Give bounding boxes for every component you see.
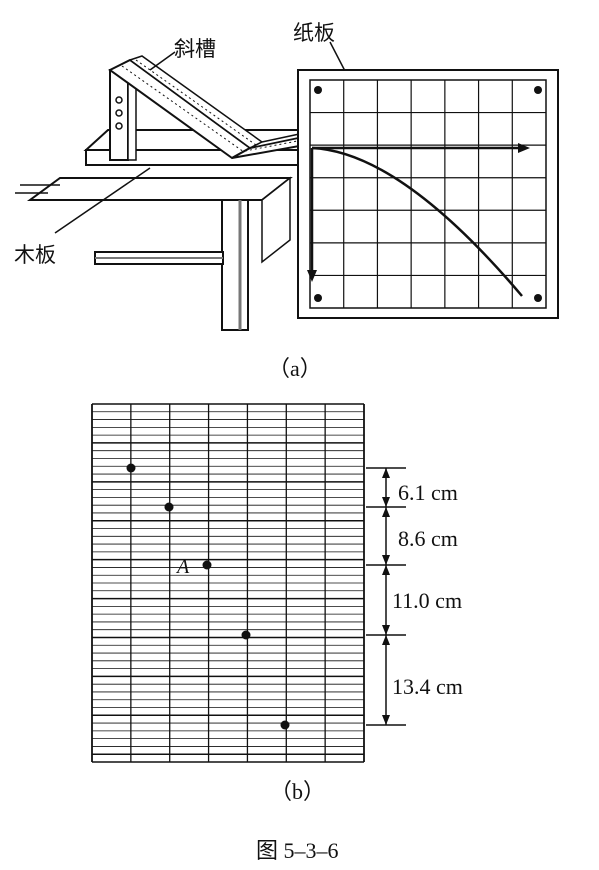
- point-A-label: A: [175, 556, 190, 578]
- grid-b-lines: [91, 403, 365, 763]
- paper-board: [297, 69, 559, 319]
- point-1: [126, 463, 136, 473]
- caption-a: （a）: [268, 356, 322, 381]
- interval-2: 8.6 cm: [398, 526, 458, 551]
- label-chute: 斜槽: [174, 37, 216, 61]
- label-paper: 纸板: [293, 21, 335, 45]
- chute-leader: [149, 51, 176, 71]
- figure-caption: 图 5–3–6: [256, 838, 339, 863]
- interval-1: 6.1 cm: [398, 480, 458, 505]
- pin-bottom-left: [314, 294, 322, 302]
- table-leg: [221, 199, 249, 331]
- point-2: [164, 502, 174, 512]
- board-leader: [54, 167, 151, 234]
- pin-top-left: [314, 86, 322, 94]
- interval-3: 11.0 cm: [392, 588, 462, 613]
- point-5: [280, 720, 290, 730]
- point-4: [241, 630, 251, 640]
- paper-grid: [310, 80, 546, 308]
- pin-bottom-right: [534, 294, 542, 302]
- grid-figure-b: A 6.1 cm 8.6 cm 11.0 cm 13.4 cm （b）: [91, 403, 463, 804]
- caption-b: （b）: [270, 779, 325, 804]
- point-A: [202, 560, 212, 570]
- label-board: 木板: [14, 243, 56, 267]
- measurement-arrows: [382, 468, 390, 725]
- interval-4: 13.4 cm: [392, 674, 463, 699]
- apparatus-drawing: 斜槽 纸板 木板 （a）: [14, 21, 559, 381]
- pin-top-right: [534, 86, 542, 94]
- trajectory-curve: [311, 146, 523, 297]
- stand-post: [109, 69, 129, 161]
- table-top: [26, 177, 293, 201]
